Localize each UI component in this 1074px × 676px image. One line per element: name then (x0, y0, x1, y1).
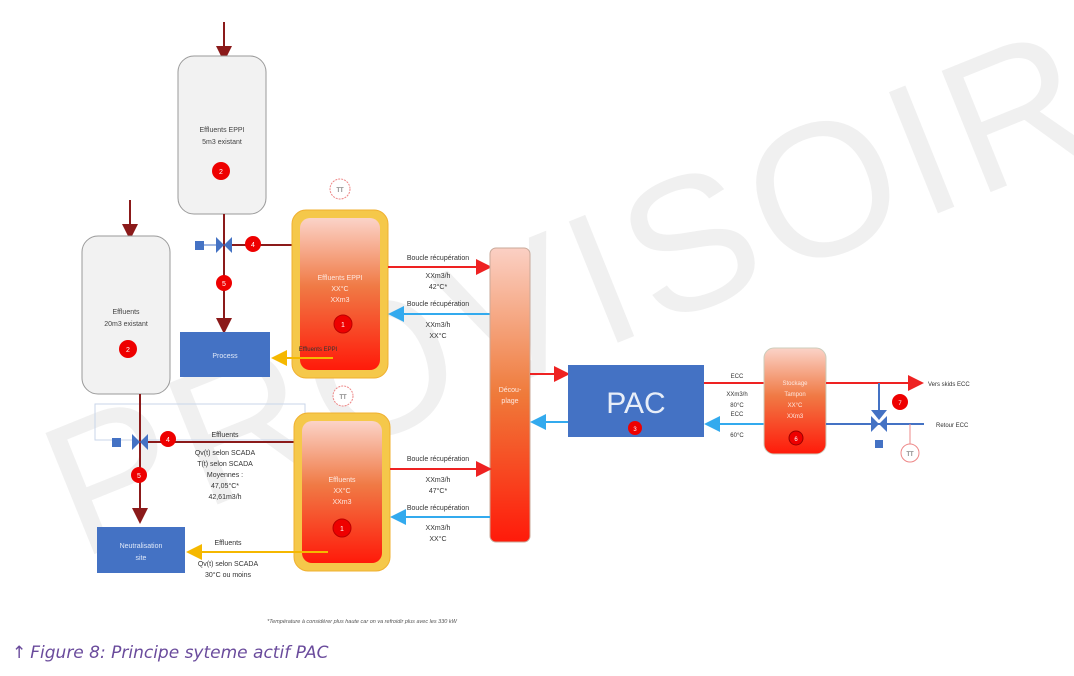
tank-buffer-eppi: TT Effluents EPPI XX°C XXm3 1 Effluents … (271, 178, 389, 379)
loop-label: XXm3/h (426, 322, 451, 329)
tank-label: 5m3 existant (202, 139, 242, 146)
neutralisation-label: Neutralisation (120, 543, 163, 550)
loop-label: Boucle récupération (407, 255, 469, 262)
flow-label: T(t) selon SCADA (197, 461, 253, 468)
tank-label: 20m3 existant (104, 321, 148, 328)
tank-label: XX°C (788, 403, 803, 409)
loop-label: Boucle récupération (407, 505, 469, 512)
watermark: PROVISOIRE (16, 0, 1074, 598)
flow-label: Qv(t) selon SCADA (198, 561, 259, 568)
flow-label: 60°C (730, 433, 744, 439)
flow-label: 80°C (730, 403, 744, 409)
actuator-icon (112, 438, 121, 447)
badge-number: 5 (222, 281, 226, 288)
decoupling-exchanger: Décou- plage (489, 247, 531, 543)
tank-label: XXm3 (787, 414, 804, 420)
tank-buffer-effluents: TT Effluents XX°C XXm3 1 Effluents Qv(t)… (186, 385, 391, 579)
pac-label: PAC (606, 387, 665, 420)
flow-label: ECC (731, 412, 744, 418)
tank-label: Effluents EPPI (199, 127, 244, 134)
loop-bottom: Boucle récupération XXm3/h 47°C* Boucle … (390, 456, 492, 543)
flow-label: Qv(t) selon SCADA (195, 450, 256, 457)
tank-label: XX°C (333, 487, 350, 495)
ecs-distribution: Vers skids ECC Retour ECC 7 TT (826, 375, 970, 463)
three-way-valve-icon[interactable] (216, 237, 232, 253)
tank-label: Tampon (784, 392, 805, 398)
badge (119, 340, 137, 358)
flow-label: ECC (731, 374, 744, 380)
actuator-icon (875, 440, 883, 448)
badge-number: 4 (251, 242, 255, 249)
badge-number: 2 (219, 169, 223, 176)
flow-label: Moyennes : (207, 472, 243, 479)
badge-number: 4 (166, 437, 170, 444)
temperature-transmitter: TT (336, 188, 344, 194)
temperature-transmitter: TT (339, 395, 347, 401)
loop-label: 42°C* (429, 283, 448, 291)
badge-number: 2 (126, 347, 130, 354)
tank-effluents-existing: Effluents 20m3 existant 2 (81, 200, 171, 395)
process-label: Process (212, 353, 238, 360)
up-arrow-icon: ↑ (12, 643, 27, 663)
footnote: *Température à considérer plus haute car… (267, 619, 457, 625)
exchanger-label: plage (501, 398, 518, 405)
neutralisation-box: Neutralisation site (97, 527, 185, 573)
flow-label: Effluents EPPI (299, 347, 338, 353)
process-box: Process (180, 332, 270, 377)
badge (160, 431, 176, 447)
badge-number: 1 (340, 526, 344, 533)
flow-label: 42,61m3/h (208, 494, 241, 501)
badge-number: 3 (633, 427, 637, 433)
loop-label: XXm3/h (426, 525, 451, 532)
ecs-loop: ECC XXm3/h 80°C ECC 60°C (704, 374, 764, 439)
flow-label: Effluents (211, 432, 239, 439)
loop-label: XX°C (429, 332, 446, 340)
badge (212, 162, 230, 180)
flow-label: XXm3/h (726, 392, 747, 398)
loop-label: 47°C* (429, 487, 448, 495)
tank-label: XXm3 (330, 297, 349, 304)
actuator-icon (195, 241, 204, 250)
temperature-transmitter: TT (906, 452, 914, 458)
tank-label: Effluents EPPI (317, 275, 362, 282)
flow-label: Vers skids ECC (928, 382, 970, 388)
badge (131, 467, 147, 483)
loop-label: XX°C (429, 535, 446, 543)
three-way-valve-icon[interactable] (132, 434, 148, 450)
three-way-valve-icon[interactable] (871, 416, 887, 432)
figure-caption: ↑Figure 8: Principe syteme actif PAC (12, 643, 329, 663)
badge (216, 275, 232, 291)
tank-label: XXm3 (332, 499, 351, 506)
tank-effluents-eppi-existing: Effluents EPPI 5m3 existant 2 (177, 22, 267, 215)
tank-label: Effluents (112, 309, 140, 316)
pac-box: PAC 3 (568, 365, 704, 437)
caption-text: Figure 8: Principe syteme actif PAC (30, 643, 329, 663)
badge-number: 1 (341, 322, 345, 329)
badge (628, 421, 642, 435)
flow-label: Retour ECC (936, 423, 969, 429)
tank-label: XX°C (331, 285, 348, 293)
badge-number: 7 (898, 401, 902, 407)
tank-label: Effluents (328, 477, 356, 484)
flow-label: 47,05°C* (211, 482, 239, 490)
loop-top: Boucle récupération XXm3/h 42°C* Boucle … (388, 255, 492, 340)
loop-label: Boucle récupération (407, 456, 469, 463)
tank-storage: Stockage Tampon XX°C XXm3 6 (763, 347, 827, 455)
neutralisation-label: site (136, 555, 147, 562)
flow-label: Effluents (214, 540, 242, 547)
loop-label: XXm3/h (426, 273, 451, 280)
loop-label: Boucle récupération (407, 301, 469, 308)
badge (892, 394, 908, 410)
badge-number: 5 (137, 473, 141, 480)
exchanger-label: Décou- (499, 387, 522, 394)
loop-label: XXm3/h (426, 477, 451, 484)
badge-number: 6 (794, 437, 798, 443)
valve-group-bottom: 4 5 Effluents Qv(t) selon SCADA T(t) sel… (94, 394, 334, 524)
badge (245, 236, 261, 252)
flow-label: 30°C ou moins (205, 571, 251, 579)
tank-label: Stockage (782, 381, 808, 387)
